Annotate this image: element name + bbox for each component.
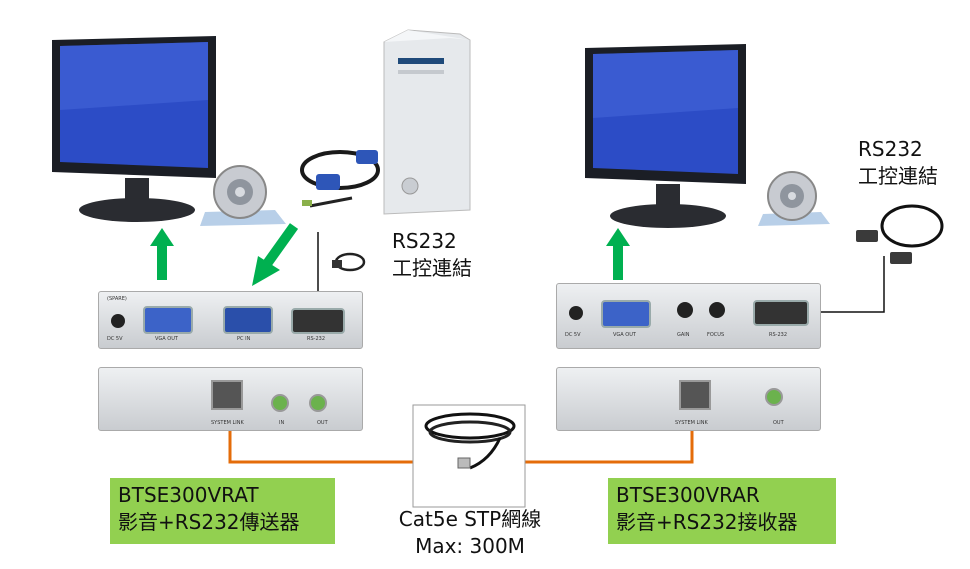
- rs232-port-right: [753, 300, 809, 326]
- rs232-right-line1: RS232: [858, 137, 923, 161]
- dc-port-right: [569, 306, 583, 320]
- rs232-cable-left-icon: [332, 252, 366, 272]
- vga-out-label-right: VGA OUT: [613, 332, 636, 338]
- rs232-right-caption: RS232 工控連結: [858, 136, 938, 190]
- link-label: SYSTEM LINK: [211, 420, 244, 426]
- rs232-port-label-right: RS-232: [769, 332, 787, 338]
- transmitter-description: 影音+RS232傳送器: [118, 510, 300, 534]
- rs232-cable-right-icon: [856, 204, 944, 264]
- gain-knob[interactable]: [677, 302, 693, 318]
- dc-label-right: DC 5V: [565, 332, 581, 338]
- rs232-port: [291, 308, 345, 334]
- pc-in-port: [223, 306, 273, 334]
- focus-label: FOCUS: [707, 332, 725, 338]
- vga-out-label: VGA OUT: [155, 336, 178, 342]
- transmitter-front-panel: (SPARE) DC 5V VGA OUT PC IN RS-232: [98, 291, 363, 349]
- cable-caption: Cat5e STP網線 Max: 300M: [380, 506, 560, 560]
- dc-label: DC 5V: [107, 336, 123, 342]
- audio-out-label: OUT: [317, 420, 328, 426]
- transmitter-label: BTSE300VRAT 影音+RS232傳送器: [110, 478, 335, 544]
- arrow-down-left-icon: [252, 223, 299, 286]
- pc-tower-icon: [383, 29, 471, 215]
- audio-in-label: IN: [279, 420, 285, 426]
- audio-out-port: [309, 394, 327, 412]
- audio-out-port-right: [765, 388, 783, 406]
- spare-label: (SPARE): [107, 296, 127, 302]
- rs232-left-line1: RS232: [392, 229, 457, 253]
- cable-type: Cat5e STP網線: [398, 507, 542, 531]
- monitor-left-icon: [52, 36, 216, 222]
- audio-out-label-right: OUT: [773, 420, 784, 426]
- rs232-left-caption: RS232 工控連結: [392, 228, 472, 282]
- focus-knob[interactable]: [709, 302, 725, 318]
- pc-in-label: PC IN: [237, 336, 251, 342]
- rs232-right-line: [820, 256, 885, 313]
- monitor-right-icon: [585, 44, 746, 228]
- rs232-right-line2: 工控連結: [858, 164, 938, 188]
- receiver-model: BTSE300VRAR: [616, 483, 760, 507]
- transmitter-model: BTSE300VRAT: [118, 483, 259, 507]
- audio-in-port: [271, 394, 289, 412]
- receiver-label: BTSE300VRAR 影音+RS232接收器: [608, 478, 836, 544]
- speaker-right-icon: [758, 171, 830, 226]
- rj45-port-right: [679, 380, 711, 410]
- rs232-port-label: RS-232: [307, 336, 325, 342]
- receiver-front-panel: DC 5V VGA OUT GAIN FOCUS RS-232: [556, 283, 821, 349]
- arrow-up-left-icon: [150, 228, 174, 280]
- receiver-description: 影音+RS232接收器: [616, 510, 798, 534]
- ethernet-cable-icon: [424, 412, 516, 470]
- receiver-back-panel: SYSTEM LINK OUT: [556, 367, 821, 431]
- arrow-up-right-icon: [606, 228, 630, 280]
- transmitter-back-panel: SYSTEM LINK IN OUT: [98, 367, 363, 431]
- vga-out-port: [143, 306, 193, 334]
- rs232-left-line2: 工控連結: [392, 256, 472, 280]
- link-label-right: SYSTEM LINK: [675, 420, 708, 426]
- rj45-port: [211, 380, 243, 410]
- vga-cable-icon: [300, 150, 380, 208]
- dc-port: [111, 314, 125, 328]
- vga-out-port-right: [601, 300, 651, 328]
- speaker-left-icon: [200, 165, 286, 226]
- gain-label: GAIN: [677, 332, 690, 338]
- cable-max-length: Max: 300M: [415, 534, 525, 558]
